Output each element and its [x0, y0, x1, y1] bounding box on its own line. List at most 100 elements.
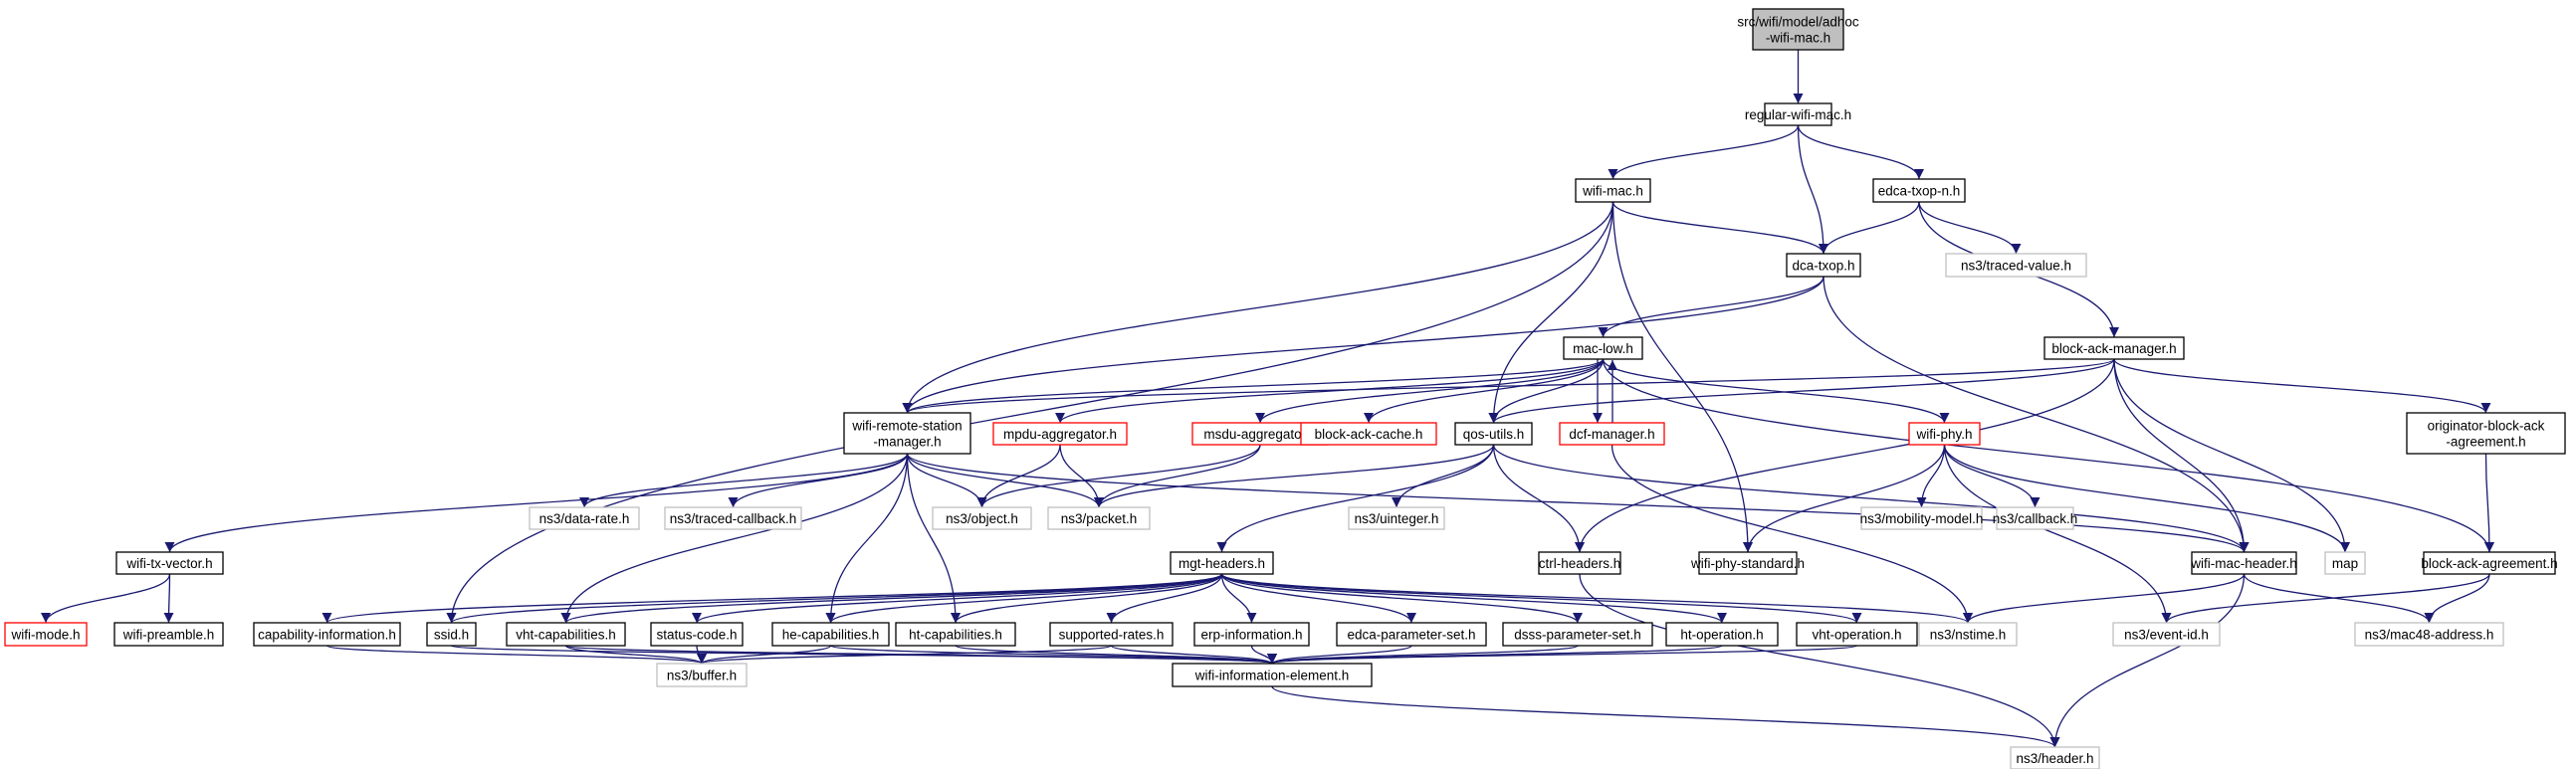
node-buffer[interactable]: ns3/buffer.h — [656, 663, 748, 687]
node-map[interactable]: map — [2324, 551, 2366, 575]
node-traced-value[interactable]: ns3/traced-value.h — [1945, 253, 2087, 278]
node-box — [1786, 253, 1861, 278]
node-originator-block-ack-agreement[interactable]: originator-block-ack-agreement.h — [2406, 412, 2566, 455]
node-edca-parameter-set[interactable]: edca-parameter-set.h — [1336, 622, 1487, 647]
node-mac48-address[interactable]: ns3/mac48-address.h — [2354, 622, 2504, 647]
edge-mgt_headers-to-supported_rates — [1106, 573, 1223, 624]
node-label: wifi-phy.h — [1915, 427, 1972, 442]
node-header[interactable]: ns3/header.h — [2010, 746, 2100, 769]
node-block-ack-cache[interactable]: block-ack-cache.h — [1300, 422, 1437, 446]
node-supported-rates[interactable]: supported-rates.h — [1049, 622, 1174, 647]
node-label: -agreement.h — [2446, 435, 2525, 450]
node-label: ht-capabilities.h — [909, 628, 1002, 643]
node-mobility-model[interactable]: ns3/mobility-model.h — [1860, 506, 1984, 530]
node-box — [1698, 551, 1798, 575]
node-label: mac-low.h — [1573, 341, 1633, 356]
edge-mgt_headers-to-vht_operation — [1220, 573, 1862, 624]
node-label: originator-block-ack — [2428, 419, 2545, 434]
node-box — [1193, 622, 1310, 647]
edge-mpdu_aggregator-to-object — [976, 444, 1061, 508]
node-packet[interactable]: ns3/packet.h — [1047, 506, 1151, 530]
node-wifi-mac[interactable]: wifi-mac.h — [1575, 178, 1651, 203]
node-vht-capabilities[interactable]: vht-capabilities.h — [506, 622, 626, 647]
node-root[interactable]: src/wifi/model/adhoc-wifi-mac.h — [1737, 8, 1859, 51]
node-label: ns3/uinteger.h — [1355, 511, 1439, 526]
edge-wifi_remote_station_manager-to-ht_capabilities — [906, 453, 961, 624]
node-capability-information[interactable]: capability-information.h — [253, 622, 401, 647]
edge-qos_utils-to-wifi_mac_header — [1492, 444, 2250, 553]
edge-wifi_mac-to-ssid — [446, 201, 1614, 624]
edge-mgt_headers-to-ssid — [446, 573, 1223, 624]
edge-supported_rates-to-wifi_information_element — [1110, 645, 1277, 665]
edge-ht_capabilities-to-wifi_information_element — [955, 645, 1277, 665]
node-wifi-phy-standard[interactable]: wifi-phy-standard.h — [1690, 551, 1805, 575]
node-box — [843, 412, 971, 455]
node-box — [115, 551, 224, 575]
node-vht-operation[interactable]: vht-operation.h — [1796, 622, 1918, 647]
edge-block_ack_agreement-to-mac48_address — [2424, 573, 2490, 624]
node-status-code[interactable]: status-code.h — [650, 622, 744, 647]
node-ctrl-headers[interactable]: ctrl-headers.h — [1538, 551, 1621, 575]
node-box — [113, 622, 224, 647]
edge-mac_low-to-wifi_remote_station_manager — [902, 358, 1605, 414]
node-qos-utils[interactable]: qos-utils.h — [1454, 422, 1533, 446]
node-traced-callback[interactable]: ns3/traced-callback.h — [664, 506, 802, 530]
node-edca-txop-n[interactable]: edca-txop-n.h — [1872, 178, 1966, 203]
node-label: ns3/callback.h — [1993, 511, 2078, 526]
node-box — [1764, 102, 1832, 126]
node-box — [992, 422, 1128, 446]
node-label: block-ack-manager.h — [2051, 341, 2176, 356]
edge-wifi_phy-to-event_id — [1943, 444, 2172, 624]
node-wifi-tx-vector[interactable]: wifi-tx-vector.h — [115, 551, 224, 575]
node-mpdu-aggregator[interactable]: mpdu-aggregator.h — [992, 422, 1128, 446]
edge-wifi_mac-to-wifi_phy_standard — [1611, 201, 1753, 553]
node-wifi-mac-header[interactable]: wifi-mac-header.h — [2190, 551, 2297, 575]
node-event-id[interactable]: ns3/event-id.h — [2112, 622, 2221, 647]
edge-mpdu_aggregator-to-packet — [1059, 444, 1104, 508]
node-ht-capabilities[interactable]: ht-capabilities.h — [895, 622, 1016, 647]
node-wifi-mode[interactable]: wifi-mode.h — [4, 622, 88, 647]
node-uinteger[interactable]: ns3/uinteger.h — [1348, 506, 1445, 530]
node-data-rate[interactable]: ns3/data-rate.h — [529, 506, 640, 530]
node-dcf-manager[interactable]: dcf-manager.h — [1559, 422, 1665, 446]
node-regular-wifi-mac[interactable]: regular-wifi-mac.h — [1745, 102, 1851, 126]
node-mgt-headers[interactable]: mgt-headers.h — [1170, 551, 1274, 575]
node-label: ns3/data-rate.h — [539, 511, 630, 526]
node-he-capabilities[interactable]: he-capabilities.h — [771, 622, 890, 647]
node-label: ns3/header.h — [2016, 751, 2093, 766]
node-wifi-phy[interactable]: wifi-phy.h — [1908, 422, 1981, 446]
node-wifi-remote-station-manager[interactable]: wifi-remote-station-manager.h — [843, 412, 971, 455]
edge-wifi_remote_station_manager-to-packet — [906, 453, 1104, 508]
node-erp-information[interactable]: erp-information.h — [1193, 622, 1310, 647]
node-label: mpdu-aggregator.h — [1003, 427, 1117, 442]
header-nodes: src/wifi/model/adhoc-wifi-mac.h regular-w… — [4, 8, 2566, 769]
node-box — [1945, 253, 2087, 278]
node-block-ack-manager[interactable]: block-ack-manager.h — [2043, 336, 2185, 360]
node-label: src/wifi/model/adhoc — [1737, 15, 1859, 30]
edge-mac_low-to-block_ack_cache — [1364, 358, 1605, 424]
node-dca-txop[interactable]: dca-txop.h — [1786, 253, 1861, 278]
edge-qos_utils-to-packet — [1094, 444, 1495, 508]
edge-mgt_headers-to-ht_capabilities — [951, 573, 1223, 624]
node-mac-low[interactable]: mac-low.h — [1563, 336, 1643, 360]
node-label: dca-txop.h — [1792, 259, 1854, 274]
node-wifi-information-element[interactable]: wifi-information-element.h — [1172, 663, 1373, 687]
node-label: he-capabilities.h — [782, 628, 880, 643]
edge-wifi_remote_station_manager-to-wifi_mac_header — [906, 453, 2250, 553]
node-callback[interactable]: ns3/callback.h — [1993, 506, 2078, 530]
node-nstime[interactable]: ns3/nstime.h — [1918, 622, 2018, 647]
node-wifi-preamble[interactable]: wifi-preamble.h — [113, 622, 224, 647]
node-label: -manager.h — [873, 435, 941, 450]
node-block-ack-agreement[interactable]: block-ack-agreement.h — [2421, 551, 2558, 575]
node-label: qos-utils.h — [1463, 427, 1525, 442]
node-ssid[interactable]: ssid.h — [426, 622, 477, 647]
node-box — [1300, 422, 1437, 446]
node-label: ns3/nstime.h — [1930, 628, 2007, 643]
node-label: vht-capabilities.h — [516, 628, 616, 643]
node-box — [1665, 622, 1779, 647]
node-object[interactable]: ns3/object.h — [932, 506, 1032, 530]
node-dsss-parameter-set[interactable]: dsss-parameter-set.h — [1502, 622, 1653, 647]
edge-wifi_phy-to-callback — [1943, 444, 2040, 508]
node-box — [650, 622, 744, 647]
node-ht-operation[interactable]: ht-operation.h — [1665, 622, 1779, 647]
